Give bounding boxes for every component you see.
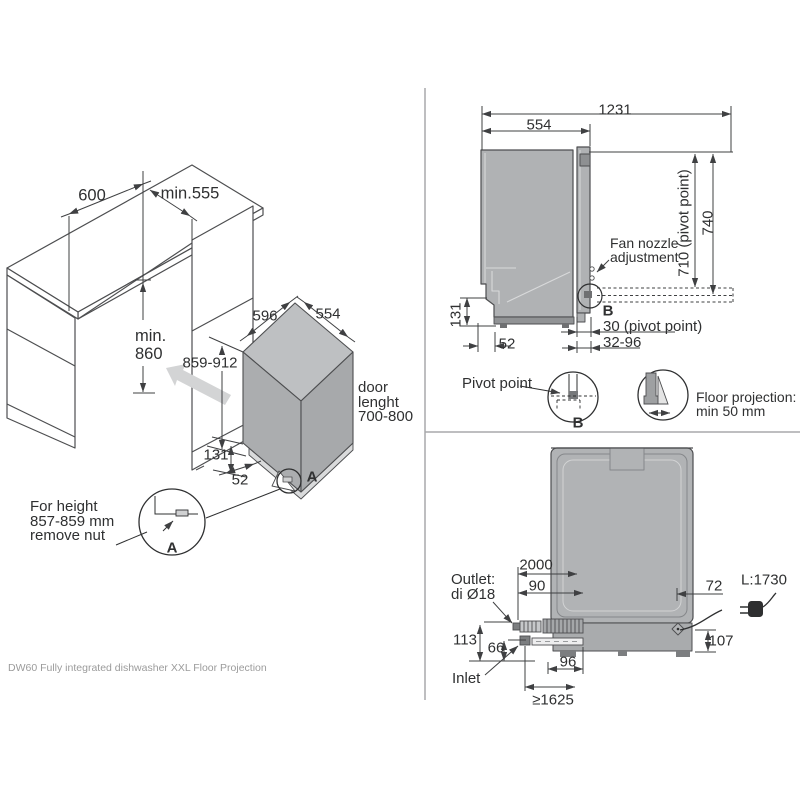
dim-door-length: door lenght 700-800: [358, 379, 414, 425]
fan-nozzle-note-line1: Fan nozzle: [610, 235, 679, 251]
outlet-label: Outlet: di Ø18: [451, 571, 496, 603]
dim-machine-depth: 554: [315, 305, 341, 323]
dim-side-base: 131: [447, 302, 465, 328]
dim-machine-height: 859-912: [182, 354, 238, 372]
plan-view: [550, 447, 694, 657]
detail-a-circle-label: A: [166, 539, 178, 557]
dim-machine-width: 596: [252, 307, 278, 325]
note-remove-nut: For height 857-859 mm remove nut: [30, 498, 115, 544]
floor-projection-detail: [637, 369, 689, 421]
panel-dividers: [424, 88, 800, 700]
pivot-point-label: Pivot point: [462, 375, 533, 392]
plan-view-dimensions: [469, 567, 723, 691]
floor-projection-note: Floor projection: min 50 mm: [696, 389, 797, 419]
fan-nozzle-note: Fan nozzle adjustment: [610, 235, 679, 265]
inlet-label: Inlet: [452, 670, 481, 687]
dim-inlet-pos: 96: [559, 653, 577, 671]
side-view-inner-contour: [484, 153, 571, 304]
detail-b-marker-label: B: [602, 302, 614, 320]
outlet-label-line2: di Ø18: [451, 585, 496, 603]
note-remove-nut-line3: remove nut: [30, 527, 106, 544]
dim-door-length-line3: 700-800: [358, 408, 414, 425]
fan-nozzle-note-line2: adjustment: [610, 248, 679, 265]
dim-outlet-height: 113: [453, 631, 477, 649]
dim-side-depth: 554: [526, 116, 552, 134]
dim-adjust-range: 32-96: [603, 334, 642, 351]
side-view: [480, 146, 603, 328]
dim-niche-height: min. 860: [135, 327, 166, 363]
dim-side-toe: 52: [498, 335, 516, 353]
dim-cord-length: L:1730: [741, 571, 787, 589]
door-swing-dashed-lines: [597, 287, 734, 303]
floor-projection-note-line2: min 50 mm: [696, 402, 766, 419]
dim-side-total: 1231: [598, 101, 632, 119]
dim-drain-pos: 90: [528, 577, 546, 595]
dim-machine-base: 131: [203, 446, 229, 464]
counter-dimensions: [60, 171, 198, 394]
counter-isometric: [6, 164, 264, 471]
power-plug-icon: [748, 601, 763, 617]
side-view-dimensions: [460, 106, 734, 353]
dim-inlet-length: ≥1625: [532, 691, 574, 709]
dim-machine-toe: 52: [231, 471, 249, 489]
dim-pivot-height: 710 (pivot point): [675, 169, 693, 277]
outlet-hose: [512, 618, 584, 634]
pivot-detail: [519, 371, 599, 423]
dim-drain-length: 2000: [519, 556, 553, 574]
side-view-door: [576, 146, 591, 314]
caption: DW60 Fully integrated dishwasher XXL Flo…: [8, 662, 267, 674]
dim-door-length-line1: door: [358, 379, 389, 396]
note-remove-nut-line1: For height: [30, 498, 98, 515]
outlet-label-line1: Outlet:: [451, 571, 496, 588]
dim-cord-height: 107: [708, 632, 734, 650]
dim-niche-depth: min.555: [160, 184, 220, 203]
floor-projection-note-line1: Floor projection:: [696, 389, 797, 405]
fan-nozzle-icon: [589, 266, 595, 272]
dim-counter-width: 600: [78, 186, 106, 205]
dim-pivot-offset: 30 (pivot point): [603, 318, 703, 335]
dim-niche-height-line1: min.: [135, 327, 167, 345]
note-remove-nut-line2: 857-859 mm: [30, 512, 115, 530]
dim-cord-pos: 72: [705, 577, 723, 595]
power-cord: [679, 592, 777, 631]
detail-b-circle-label: B: [572, 414, 584, 432]
dim-door-height: 740: [699, 210, 717, 236]
detail-a-marker-label: A: [306, 468, 318, 486]
dishwasher-iso-dimensions: [206, 295, 356, 478]
dim-inlet-height: 66: [487, 639, 505, 657]
dim-door-length-line2: lenght: [358, 393, 399, 411]
detail-a: [115, 468, 302, 556]
insert-direction-arrow: [166, 364, 231, 405]
dim-niche-height-line2: 860: [135, 345, 163, 363]
